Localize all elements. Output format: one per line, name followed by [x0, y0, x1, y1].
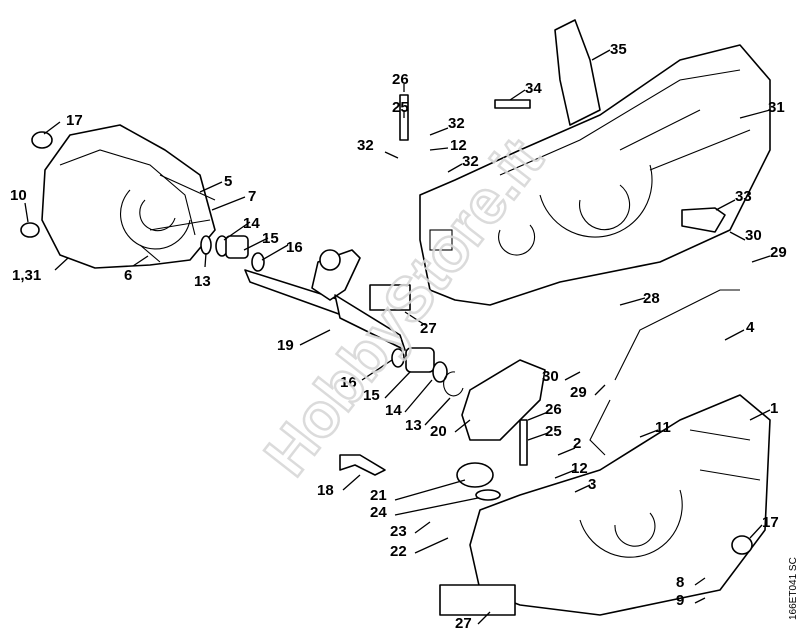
oil-seal-17	[31, 131, 53, 149]
callout: 13	[194, 273, 211, 290]
callout: 26	[392, 71, 409, 88]
oil-seal-17b	[731, 535, 753, 555]
screw-34	[494, 99, 531, 109]
callout: 3	[588, 476, 596, 493]
crankshaft	[244, 249, 406, 351]
hose-18	[339, 454, 386, 476]
callout: 13	[405, 417, 422, 434]
callout: 2	[573, 435, 581, 452]
sleeve-33	[681, 207, 726, 233]
crankcase-half-31	[419, 44, 771, 306]
callout: 12	[450, 137, 467, 154]
callout: 34	[525, 80, 542, 97]
callout: 25	[545, 423, 562, 440]
callout: 9	[676, 592, 684, 609]
cap-21	[456, 462, 494, 488]
callout: 10	[10, 187, 27, 204]
callout: 14	[385, 402, 402, 419]
callout: 33	[735, 188, 752, 205]
callout: 18	[317, 482, 334, 499]
label-27-upper	[369, 284, 411, 311]
callout: 30	[542, 368, 559, 385]
callout: 35	[610, 41, 627, 58]
callout: 32	[462, 153, 479, 170]
callout: 8	[676, 574, 684, 591]
callout: 25	[392, 99, 409, 116]
callout: 32	[357, 137, 374, 154]
callout: 29	[570, 384, 587, 401]
callout: 16	[286, 239, 303, 256]
callout: 17	[66, 112, 83, 129]
callout: 29	[770, 244, 787, 261]
callout: 28	[643, 290, 660, 307]
callout: 20	[430, 423, 447, 440]
label-27	[439, 584, 516, 616]
callout: 12	[571, 460, 588, 477]
callout: 1,31	[12, 267, 41, 284]
callout: 19	[277, 337, 294, 354]
fan-housing	[41, 124, 216, 269]
callout: 26	[545, 401, 562, 418]
crankcase-half-1	[469, 394, 771, 616]
callout: 14	[243, 215, 260, 232]
callout: 7	[248, 188, 256, 205]
plug-10	[20, 222, 40, 238]
bracket-35	[554, 19, 601, 126]
callout: 15	[262, 230, 279, 247]
gasket-20	[461, 359, 546, 441]
callout: 30	[745, 227, 762, 244]
callout: 23	[390, 523, 407, 540]
callout: 11	[655, 419, 671, 436]
bearing-set-lower	[391, 347, 464, 397]
oil-line-28	[589, 289, 740, 456]
callout: 21	[370, 487, 387, 504]
callout-labels: 17 10 1,31 6 13 5 7 14 15 16 26 25 32 12…	[10, 41, 787, 632]
leader-lines	[24, 49, 771, 625]
callout: 27	[420, 320, 437, 337]
callout: 22	[390, 543, 407, 560]
seal-24	[475, 489, 501, 501]
callout: 15	[363, 387, 380, 404]
callout: 4	[746, 319, 755, 336]
pin-25b	[519, 419, 528, 466]
watermark: HobbyStore.it	[252, 126, 557, 489]
callout: 31	[768, 99, 785, 116]
callout: 24	[370, 504, 387, 521]
callout: 17	[762, 514, 779, 531]
callout: 1	[770, 400, 778, 417]
callout: 32	[448, 115, 465, 132]
callout: 5	[224, 173, 232, 190]
drawing-code: 166ET041 SC	[788, 557, 799, 620]
callout: 16	[340, 374, 357, 391]
callout: 6	[124, 267, 132, 284]
bearing-set-upper	[200, 235, 265, 272]
callout: 27	[455, 615, 472, 632]
